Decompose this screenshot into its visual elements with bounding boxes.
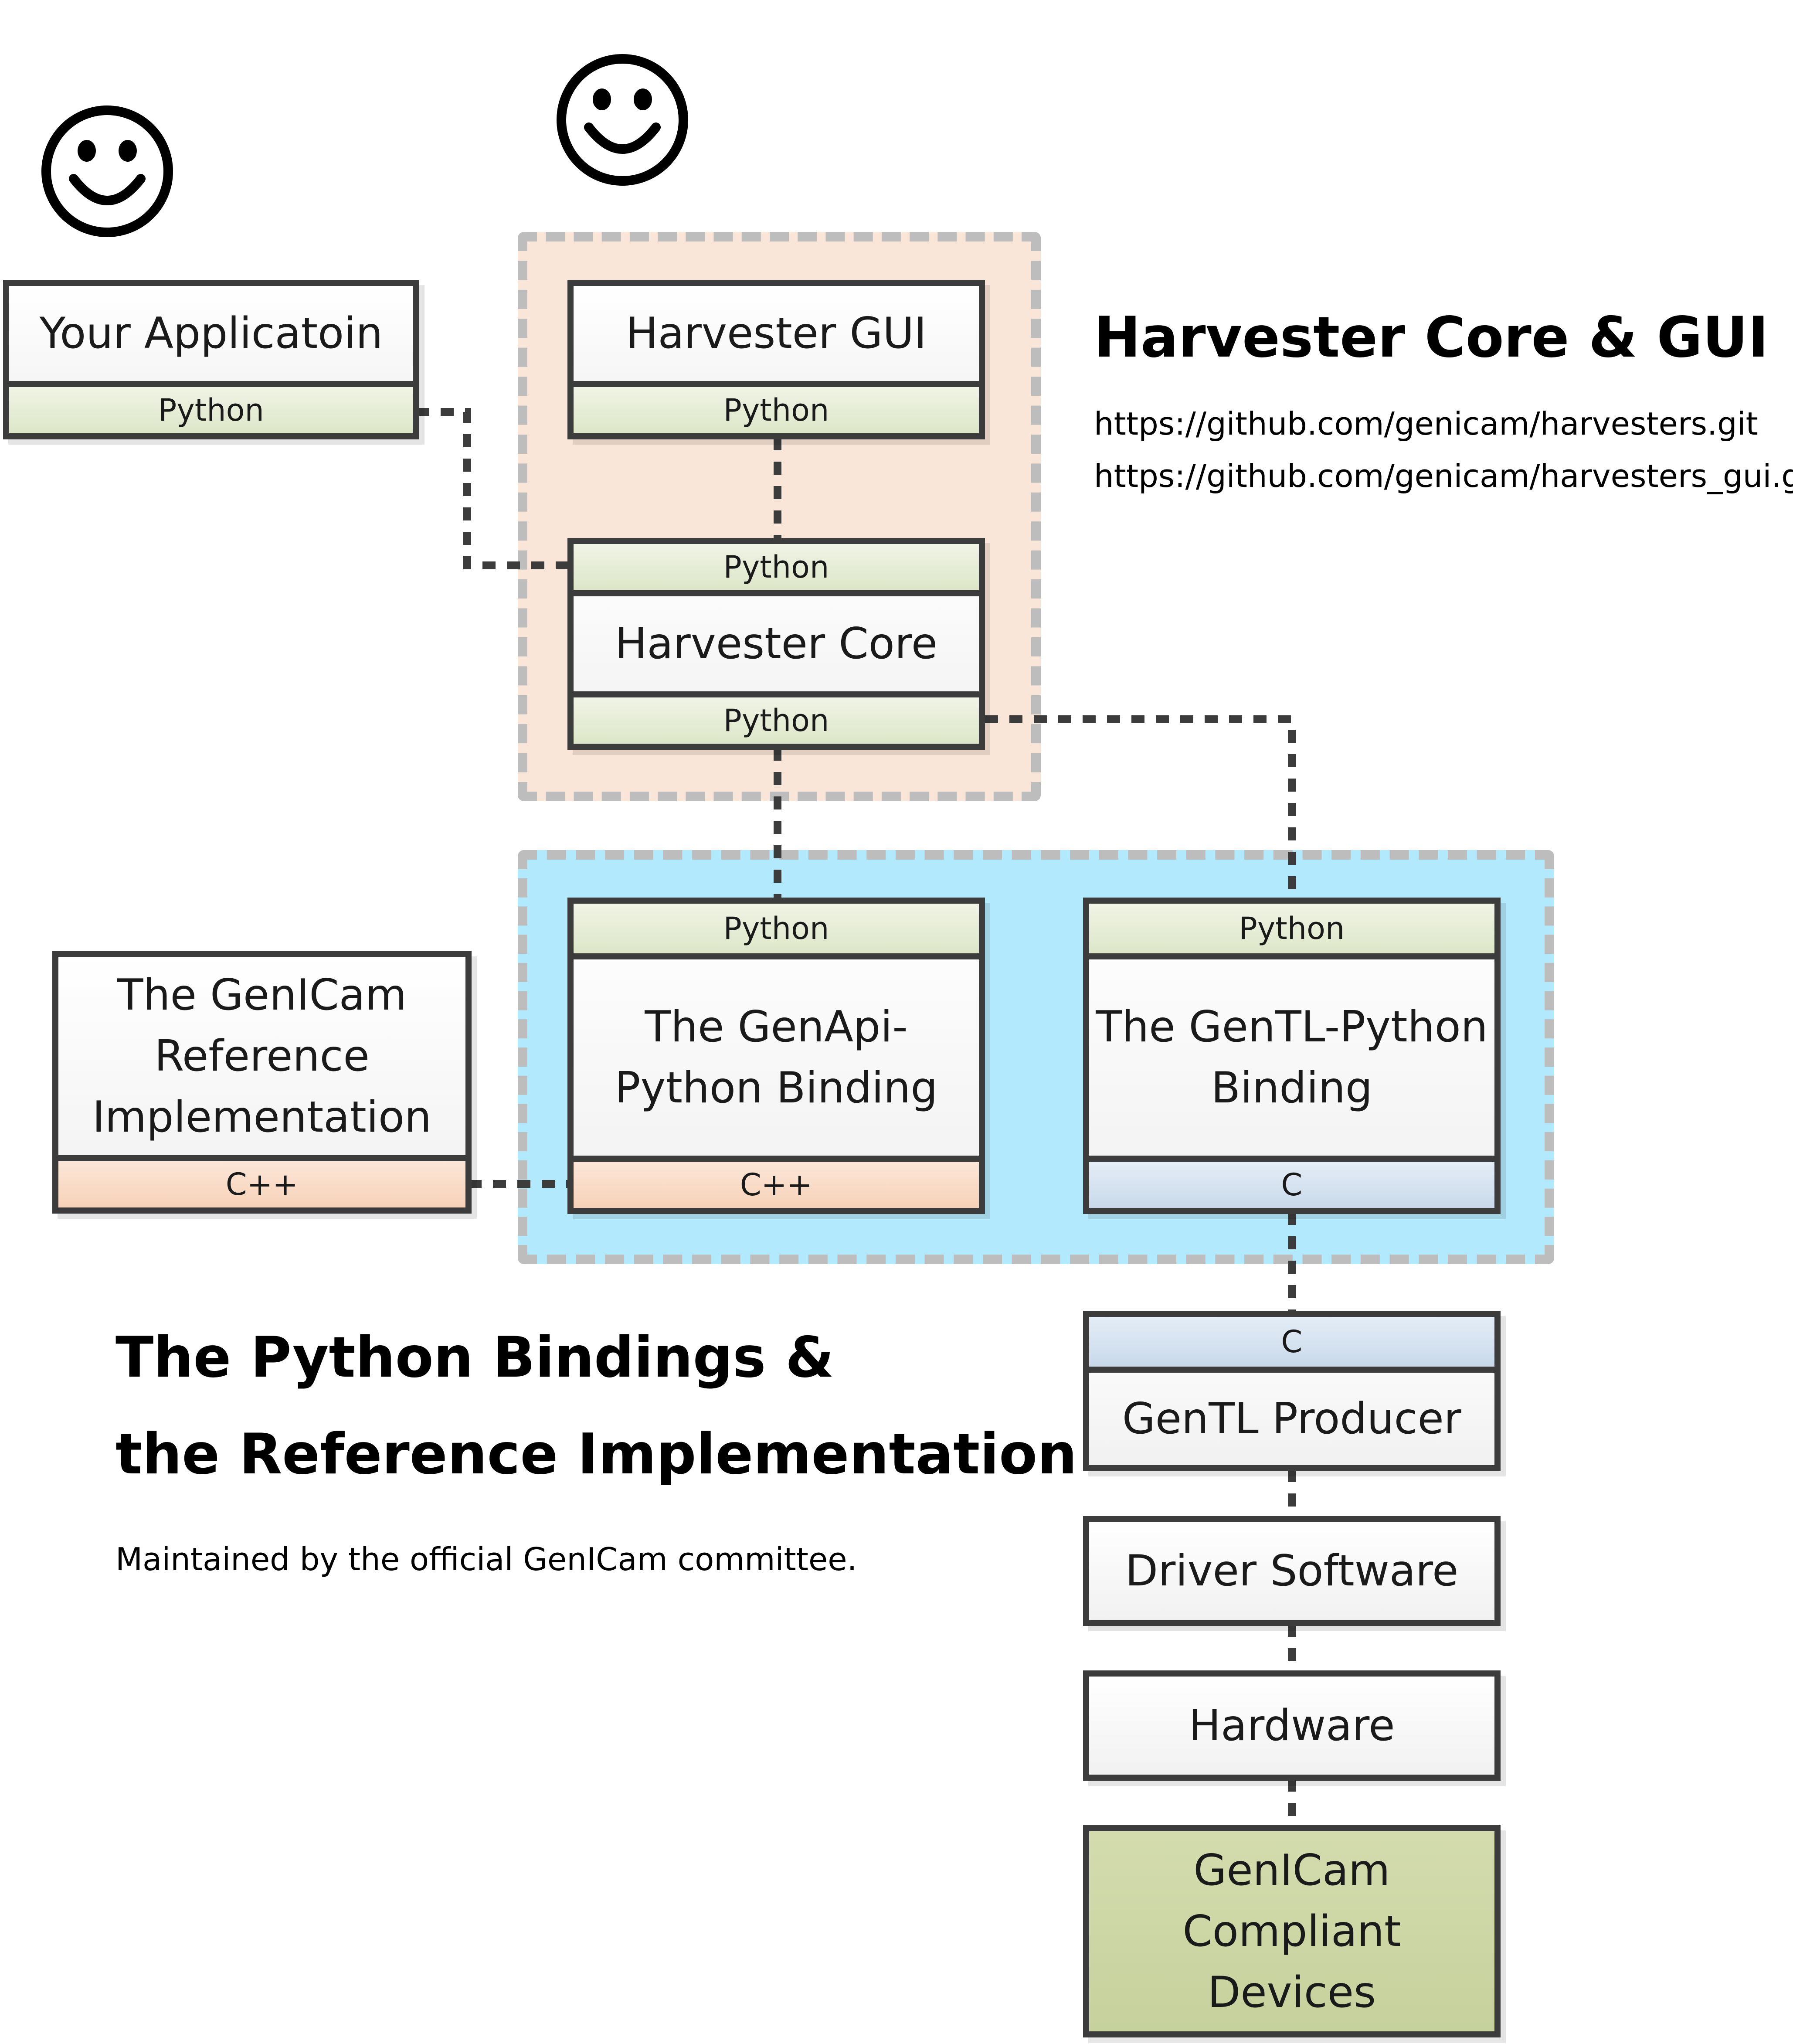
harvester-gui-title: Harvester GUI — [625, 309, 927, 358]
harvester-core-box: Python Harvester Core Python — [567, 538, 985, 750]
your-application-python-band: Python — [9, 381, 413, 433]
harvesters-gui-repo-link[interactable]: https://github.com/genicam/harvesters_gu… — [1094, 458, 1793, 494]
maintained-note: Maintained by the official GenICam commi… — [115, 1541, 857, 1578]
gentl-producer-title: GenTL Producer — [1122, 1394, 1462, 1444]
genicam-reference-title: The GenICam Reference Implementation — [92, 970, 432, 1142]
genapi-binding-python-band: Python — [574, 904, 979, 959]
smiley-icon — [41, 105, 173, 237]
smiley-icon — [557, 54, 688, 186]
harvesters-repo-link[interactable]: https://github.com/genicam/harvesters.gi… — [1094, 405, 1758, 442]
harvester-gui-box: Harvester GUI Python — [567, 280, 985, 439]
driver-software-title: Driver Software — [1125, 1546, 1459, 1596]
genicam-devices-box: GenICam Compliant Devices — [1083, 1825, 1501, 2037]
genapi-binding-cpp-band: C++ — [574, 1156, 979, 1208]
harvester-section-title: Harvester Core & GUI — [1094, 305, 1769, 370]
bindings-section-title-line1: The Python Bindings & — [115, 1325, 834, 1390]
genapi-binding-box: Python The GenApi-Python Binding C++ — [567, 898, 985, 1214]
gentl-binding-c-band: C — [1089, 1156, 1494, 1208]
harvester-core-python-top-band: Python — [574, 544, 979, 596]
genicam-reference-cpp-band: C++ — [58, 1155, 465, 1207]
connector-app-to-core — [416, 408, 570, 569]
gentl-binding-title: The GenTL-Python Binding — [1096, 1002, 1488, 1113]
genicam-reference-box: The GenICam Reference Implementation C++ — [52, 951, 472, 1214]
your-application-title: Your Applicatoin — [39, 309, 383, 358]
gentl-binding-python-band: Python — [1089, 904, 1494, 959]
genapi-binding-title: The GenApi-Python Binding — [615, 1002, 938, 1113]
genicam-devices-title: GenICam Compliant Devices — [1182, 1845, 1401, 2017]
driver-software-box: Driver Software — [1083, 1516, 1501, 1626]
connector-core-to-gentl — [985, 715, 1296, 900]
hardware-box: Hardware — [1083, 1670, 1501, 1781]
gentl-producer-box: C GenTL Producer — [1083, 1311, 1501, 1471]
bindings-section-title-line2: the Reference Implementation — [115, 1422, 1077, 1487]
harvester-gui-python-band: Python — [574, 381, 979, 433]
harvester-core-python-bottom-band: Python — [574, 691, 979, 744]
gentl-producer-c-band: C — [1089, 1317, 1494, 1373]
your-application-box: Your Applicatoin Python — [3, 280, 419, 439]
hardware-title: Hardware — [1189, 1700, 1395, 1751]
harvester-core-title: Harvester Core — [615, 619, 938, 669]
gentl-binding-box: Python The GenTL-Python Binding C — [1083, 898, 1501, 1214]
